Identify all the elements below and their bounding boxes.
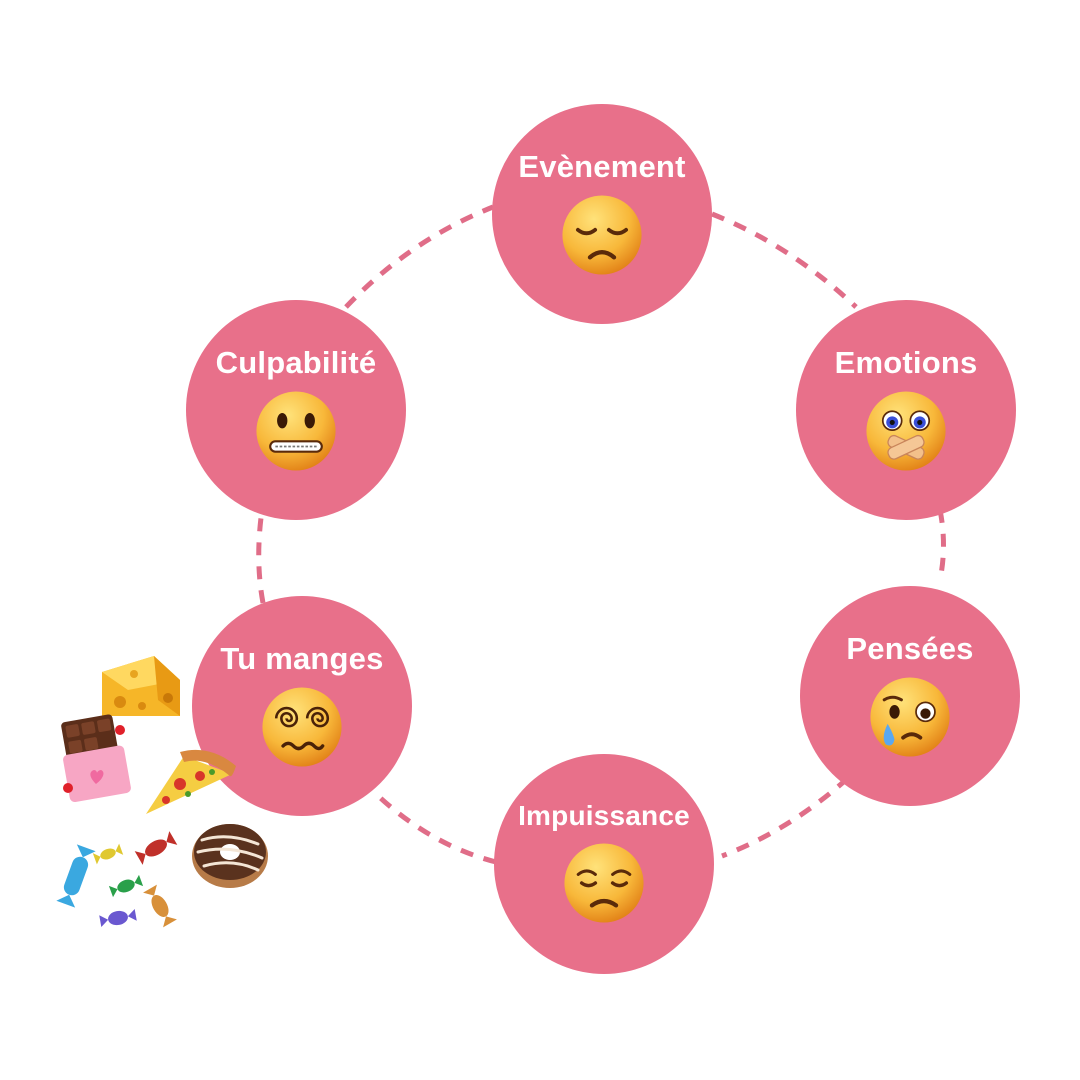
weary-face-icon <box>564 843 644 923</box>
chocolate-bar-icon <box>61 714 131 803</box>
candies-icon <box>56 831 178 928</box>
grimacing-zipper-face-icon <box>256 390 336 471</box>
pizza-slice-icon <box>146 749 236 814</box>
donut-icon <box>192 824 268 888</box>
cycle-node-evenement: Evènement <box>492 104 712 324</box>
pensive-face-icon <box>562 194 642 275</box>
connector-impuissance-tumanges <box>373 791 497 865</box>
connector-culpabilite-evenement <box>344 204 494 309</box>
node-label: Tu manges <box>220 640 384 676</box>
face-with-bandaged-mouth-icon <box>866 390 946 471</box>
cycle-node-impuissance: Impuissance <box>494 754 714 974</box>
connector-emotions-pensees <box>937 509 946 581</box>
cycle-node-culpabilite: Culpabilité <box>186 300 406 520</box>
connector-pensees-impuissance <box>721 776 850 859</box>
node-label: Culpabilité <box>215 344 377 380</box>
node-label: Evènement <box>518 148 686 184</box>
cycle-node-pensees: Pensées <box>800 586 1020 806</box>
connector-tumanges-culpabilite <box>256 509 266 604</box>
cycle-node-tu-manges: Tu manges <box>192 596 412 816</box>
node-label: Pensées <box>846 630 974 666</box>
cycle-node-emotions: Emotions <box>796 300 1016 520</box>
node-label: Impuissance <box>518 800 690 831</box>
crying-face-icon <box>870 676 950 757</box>
node-label: Emotions <box>834 344 978 380</box>
connector-evenement-emotions <box>711 211 858 309</box>
cheese-icon <box>102 656 180 716</box>
dizzy-woozy-face-icon <box>262 686 342 767</box>
